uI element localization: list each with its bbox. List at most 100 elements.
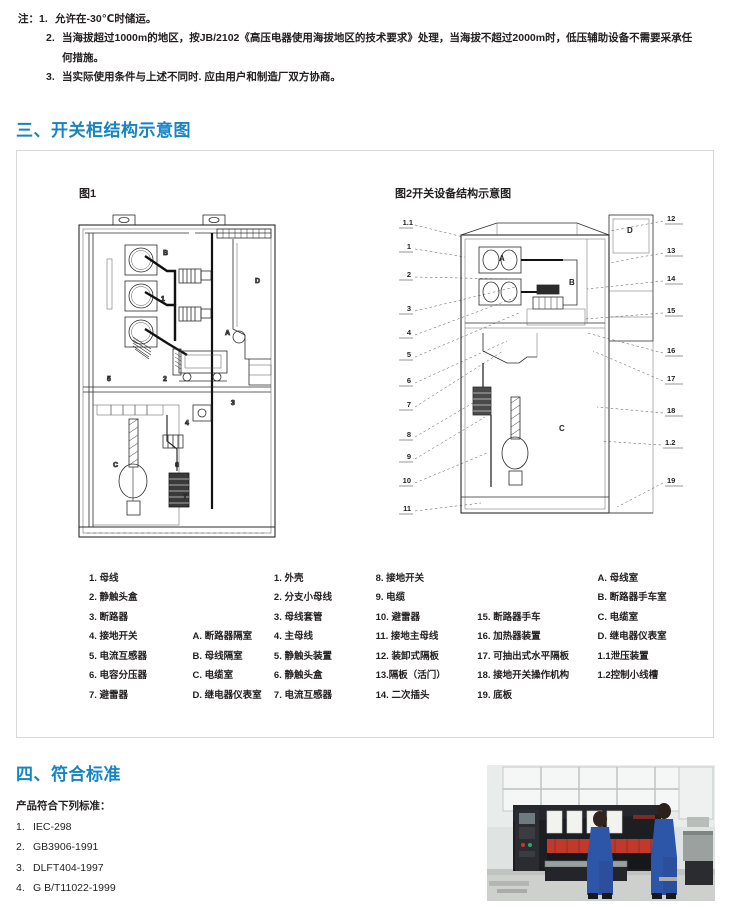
legend-item: D. 继电器仪表室	[192, 689, 262, 701]
fig2-callout-C: C	[559, 424, 565, 433]
legend-item: A. 母线室	[597, 573, 639, 584]
fig2-callout-1: 1	[407, 242, 411, 251]
standards-item-text: IEC-298	[33, 821, 72, 833]
legend-column-2: 1. 外壳 2. 分支小母线 3. 母线套管 4. 主母线 5. 静触头装置 6…	[274, 569, 376, 705]
note-text: 何措施。	[62, 51, 104, 64]
fig2-callout-15: 15	[667, 306, 675, 315]
note-row: 2. 当海拔超过1000m的地区，按JB/2102《高压电器使用海拔地区的技术要…	[18, 29, 718, 48]
note-row: 3. 当实际使用条件与上述不同时. 应由用户和制造厂双方协商。	[18, 68, 718, 87]
legend-item: 3. 母线套管	[273, 611, 323, 623]
note-text: 允许在-30℃时储运。	[55, 13, 157, 25]
legend-item: 8. 接地开关	[375, 573, 425, 584]
legend-item: 5. 静触头装置	[273, 650, 332, 662]
legend-item: C. 电缆室	[597, 611, 639, 623]
legend-item: 15. 断路器手车	[477, 611, 541, 623]
legend-column-4: . . 15. 断路器手车 16. 加热器装置 17. 可抽出式水平隔板 18.…	[477, 569, 597, 705]
fig2-callout-8: 8	[407, 430, 411, 439]
figure1-drawing: B 1 D A 5 2 3 4 C 6 7	[67, 209, 317, 549]
legend-item: 18. 接地开关操作机构	[477, 670, 570, 682]
fig1-callout-4: 4	[185, 420, 189, 427]
standards-item: 3.DLFT404-1997	[16, 858, 116, 878]
fig1-callout-7: 7	[183, 494, 187, 501]
standards-item-text: GB3906-1991	[33, 841, 99, 854]
fig2-callout-12: 12	[667, 214, 675, 223]
factory-photo-illustration	[487, 765, 715, 901]
fig2-callout-18: 18	[667, 406, 675, 415]
note-text: 当海拔超过1000m的地区，按JB/2102《高压电器使用海拔地区的技术要求》处…	[62, 32, 693, 45]
notes-label: 注：	[18, 13, 39, 25]
legend-item: B. 断路器手车室	[597, 592, 667, 604]
legend-item: 1.2控制小线槽	[597, 670, 659, 682]
worker-right	[651, 803, 677, 899]
notes-block: 注： 1. 允许在-30℃时储运。 2. 当海拔超过1000m的地区，按JB/2…	[18, 10, 718, 88]
legend-column-3: 8. 接地开关 9. 电缆 10. 避雷器 11. 接地主母线 12. 装卸式隔…	[376, 569, 478, 705]
note-row: 注： 1. 允许在-30℃时储运。	[18, 10, 718, 29]
legend-item: 7. 避雷器	[89, 689, 129, 701]
fig1-callout-5: 5	[107, 376, 111, 383]
section-heading-four: 四、符合标准	[16, 765, 121, 784]
fig2-callout-3: 3	[407, 304, 411, 313]
fig2-callout-D: D	[627, 226, 633, 235]
legend-item: 7. 电流互感器	[273, 689, 332, 701]
note-text: 当实际使用条件与上述不同时. 应由用户和制造厂双方协商。	[62, 71, 341, 84]
fig2-callout-14: 14	[667, 274, 676, 283]
fig2-callout-19: 19	[667, 476, 675, 485]
legend-item: 13.隔板（活门）	[375, 670, 446, 682]
legend-block: 1. 母线 2. 静触头盒 3. 断路器 4. 接地开关 5. 电流互感器 6.…	[17, 569, 715, 705]
legend-item: A. 断路器隔室	[192, 631, 253, 643]
fig1-callout-2: 2	[163, 376, 167, 383]
fig2-callout-9: 9	[407, 452, 411, 461]
factory-photo	[487, 765, 715, 901]
fig2-callout-13: 13	[667, 246, 675, 255]
legend-column-1: 1. 母线 2. 静触头盒 3. 断路器 4. 接地开关 5. 电流互感器 6.…	[89, 569, 193, 705]
legend-item: D. 继电器仪表室	[597, 631, 667, 643]
standards-item-text: DLFT404-1997	[33, 861, 104, 874]
note-number: 2.	[46, 32, 55, 45]
standards-item-number: 2.	[16, 841, 25, 854]
fig2-callout-A: A	[499, 254, 505, 263]
worker-left	[587, 811, 613, 899]
fig2-callout-11: 11	[403, 504, 411, 513]
legend-item: C. 电缆室	[192, 670, 234, 682]
legend-item: 11. 接地主母线	[375, 631, 439, 643]
standards-item-text: G B/T11022-1999	[33, 882, 116, 895]
legend-item: 1. 外壳	[273, 573, 304, 584]
legend-item: 2. 静触头盒	[89, 592, 138, 604]
section-heading-three: 三、开关柜结构示意图	[16, 121, 191, 140]
fig1-callout-6: 6	[175, 462, 179, 469]
fig1-callout-A: A	[225, 330, 230, 337]
fig2-callout-B: B	[569, 278, 575, 287]
note-number: 1.	[39, 13, 48, 25]
diagram-panel: 图1 图2开关设备结构示意图	[16, 150, 714, 738]
fig2-callout-7: 7	[407, 400, 411, 409]
standards-item: 2. GB3906-1991	[16, 837, 116, 857]
fig2-callout-16: 16	[667, 346, 675, 355]
legend-item: 12. 装卸式隔板	[375, 650, 439, 662]
fig1-callout-C: C	[113, 462, 118, 469]
fig1-callout-D: D	[255, 278, 260, 285]
legend-item: 4. 主母线	[273, 631, 313, 643]
legend-item: 6. 静触头盒	[273, 670, 323, 682]
legend-item: 19. 底板	[477, 689, 513, 701]
fig1-callout-B: B	[163, 250, 168, 257]
fig2-callout-10: 10	[403, 476, 411, 485]
standards-block: 产品符合下列标准： 1.IEC-298 2.GB3906-1991 3.DLFT…	[16, 798, 116, 899]
fig2-callout-6: 6	[407, 376, 411, 385]
standards-item: 4.G B/T11022-1999	[16, 878, 116, 898]
legend-item: 17. 可抽出式水平隔板	[477, 650, 570, 662]
fig2-callout-2: 2	[407, 270, 411, 279]
legend-item: 3. 断路器	[89, 611, 129, 623]
note-row-continuation: 何措施。	[18, 49, 718, 68]
legend-item: B. 母线隔室	[192, 650, 243, 662]
standards-lead: 产品符合下列标准：	[16, 800, 111, 812]
legend-item: 1.1泄压装置	[597, 650, 649, 662]
legend-column-5: A. 母线室 B. 断路器手车室 C. 电缆室 D. 继电器仪表室 1.1泄压装…	[597, 569, 701, 705]
legend-item: 4. 接地开关	[89, 631, 138, 643]
fig2-callout-1-2: 1.2	[665, 438, 675, 447]
legend-item: 6. 电容分压器	[89, 670, 148, 682]
fig2-callout-4: 4	[407, 328, 412, 337]
legend-item: 10. 避雷器	[375, 611, 420, 623]
fig1-callout-3: 3	[231, 400, 235, 407]
figure2-drawing: 1.1 1 2 3 4 5 6 7 8 9 10 11	[387, 201, 697, 551]
legend-item: 2. 分支小母线	[273, 592, 332, 604]
